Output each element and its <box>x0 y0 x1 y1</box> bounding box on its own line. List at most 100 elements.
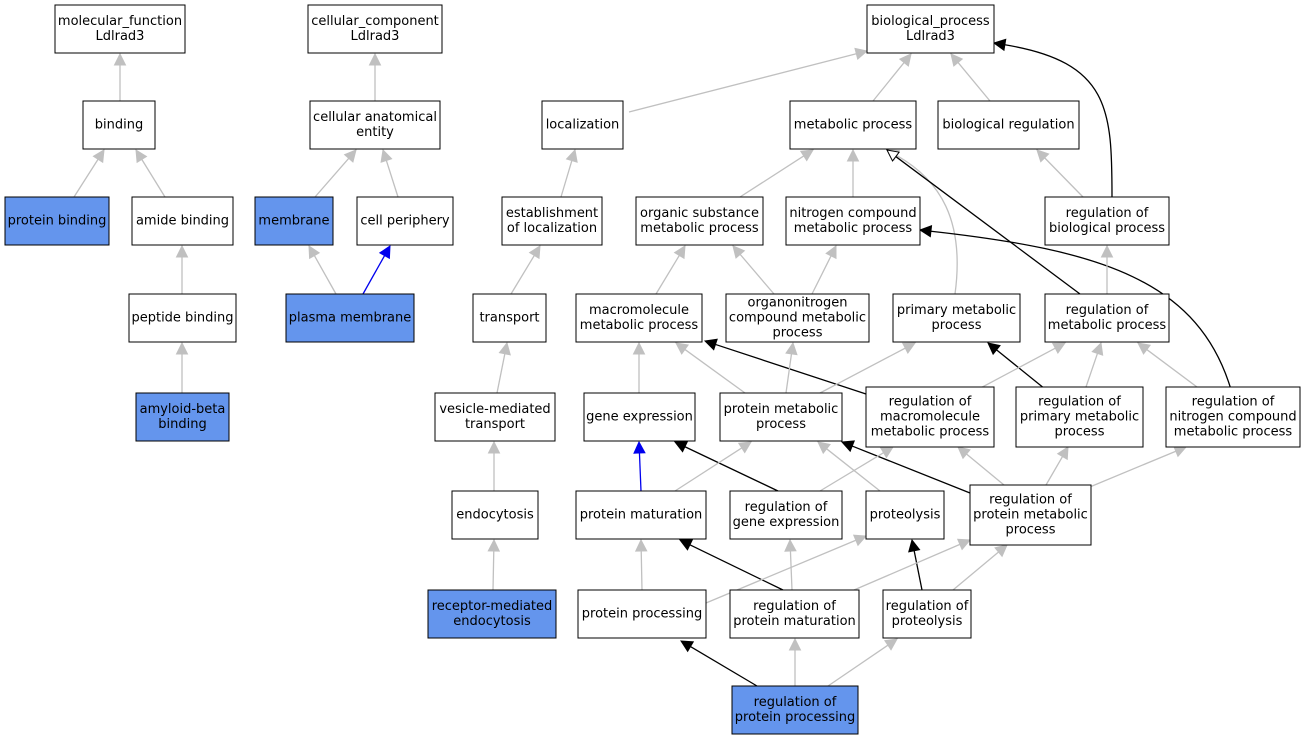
node-box <box>254 196 334 246</box>
edge-ves_transport-to-transport <box>496 341 511 394</box>
edge-plasma_membrane-to-cell_periphery <box>362 245 391 295</box>
node-label: regulation of <box>754 695 837 710</box>
node-label: biological regulation <box>942 118 1074 133</box>
node-box <box>4 196 110 246</box>
node-localization[interactable]: localization <box>541 100 624 150</box>
edge-metabolic-to-bp <box>872 53 912 102</box>
edge-peptide_binding-to-amide_binding <box>175 244 189 294</box>
node-label: proteolysis <box>870 508 941 523</box>
node-box <box>1044 293 1170 343</box>
edge-reg_macro-to-macro <box>703 338 867 395</box>
edge-reg_prot_proc-to-reg_prot_mat <box>788 637 802 686</box>
node-box <box>307 4 443 54</box>
node-gene-expr[interactable]: gene expression <box>583 392 696 442</box>
node-label: primary metabolic <box>897 303 1016 318</box>
node-label: regulation of <box>886 599 969 614</box>
node-box <box>969 484 1092 546</box>
node-amide-binding[interactable]: amide binding <box>131 196 234 246</box>
node-endocytosis[interactable]: endocytosis <box>451 490 539 540</box>
node-label: binding <box>158 417 206 432</box>
node-label: protein metabolic <box>973 508 1088 523</box>
node-box <box>128 293 237 343</box>
node-label: protein binding <box>8 214 107 229</box>
node-label: protein processing <box>582 607 702 622</box>
node-label: process <box>756 417 806 432</box>
edge-prot_met-to-macro <box>675 342 746 394</box>
node-membrane[interactable]: membrane <box>254 196 334 246</box>
node-cell-periphery[interactable]: cell periphery <box>356 196 454 246</box>
node-box <box>892 293 1021 343</box>
node-peptide-binding[interactable]: peptide binding <box>128 293 237 343</box>
node-box <box>501 196 603 246</box>
edge-reg_proteolysis-to-proteolysis <box>908 538 923 591</box>
edge-reg_prot_mat-to-reg_gene <box>784 538 797 591</box>
node-binding[interactable]: binding <box>82 100 156 150</box>
node-box <box>583 392 696 442</box>
node-bio-reg[interactable]: biological regulation <box>937 100 1080 150</box>
edge-cell_periphery-to-cae <box>380 148 399 198</box>
node-label: entity <box>356 125 394 140</box>
node-label: regulation of <box>753 599 836 614</box>
edge-est_loc-to-localization <box>560 148 578 198</box>
node-label: nitrogen compound <box>1169 410 1296 425</box>
node-label: localization <box>546 118 620 133</box>
edge-organonitro-to-nitro <box>811 244 837 295</box>
node-label: gene expression <box>586 410 693 425</box>
node-label: biological process <box>1049 221 1165 236</box>
node-transport[interactable]: transport <box>472 293 547 343</box>
node-box <box>131 196 234 246</box>
node-label: organic substance <box>640 206 759 221</box>
node-box <box>937 100 1080 150</box>
edge-cae-to-cc <box>368 52 382 101</box>
edge-protein_binding-to-binding <box>73 149 105 198</box>
edge-reg_prot_mat-to-prot_mat <box>678 539 784 591</box>
node-box <box>577 589 707 639</box>
edge-binding-to-mf <box>113 52 127 101</box>
node-label: process <box>773 326 823 341</box>
node-metabolic[interactable]: metabolic process <box>789 100 917 150</box>
edge-organonitro-to-org_sub <box>732 245 775 295</box>
edge-gene_expr-to-macro <box>632 341 646 393</box>
node-label: peptide binding <box>131 311 233 326</box>
node-box <box>729 490 843 540</box>
node-box <box>309 100 441 150</box>
node-protein-binding[interactable]: protein binding <box>4 196 110 246</box>
node-label: transport <box>465 417 525 432</box>
node-prot-proc[interactable]: protein processing <box>577 589 707 639</box>
node-prot-mat[interactable]: protein maturation <box>575 490 707 540</box>
node-label: macromolecule <box>589 303 689 318</box>
node-box <box>575 293 703 343</box>
node-label: regulation of <box>745 500 828 515</box>
edge-reg_gene-to-reg_macro <box>819 446 894 492</box>
node-box <box>1015 386 1144 448</box>
node-box <box>451 490 539 540</box>
node-label: regulation of <box>1066 206 1149 221</box>
node-label: receptor-mediated <box>432 599 553 614</box>
node-plasma-membrane[interactable]: plasma membrane <box>285 293 415 343</box>
node-proteolysis[interactable]: proteolysis <box>865 490 945 540</box>
